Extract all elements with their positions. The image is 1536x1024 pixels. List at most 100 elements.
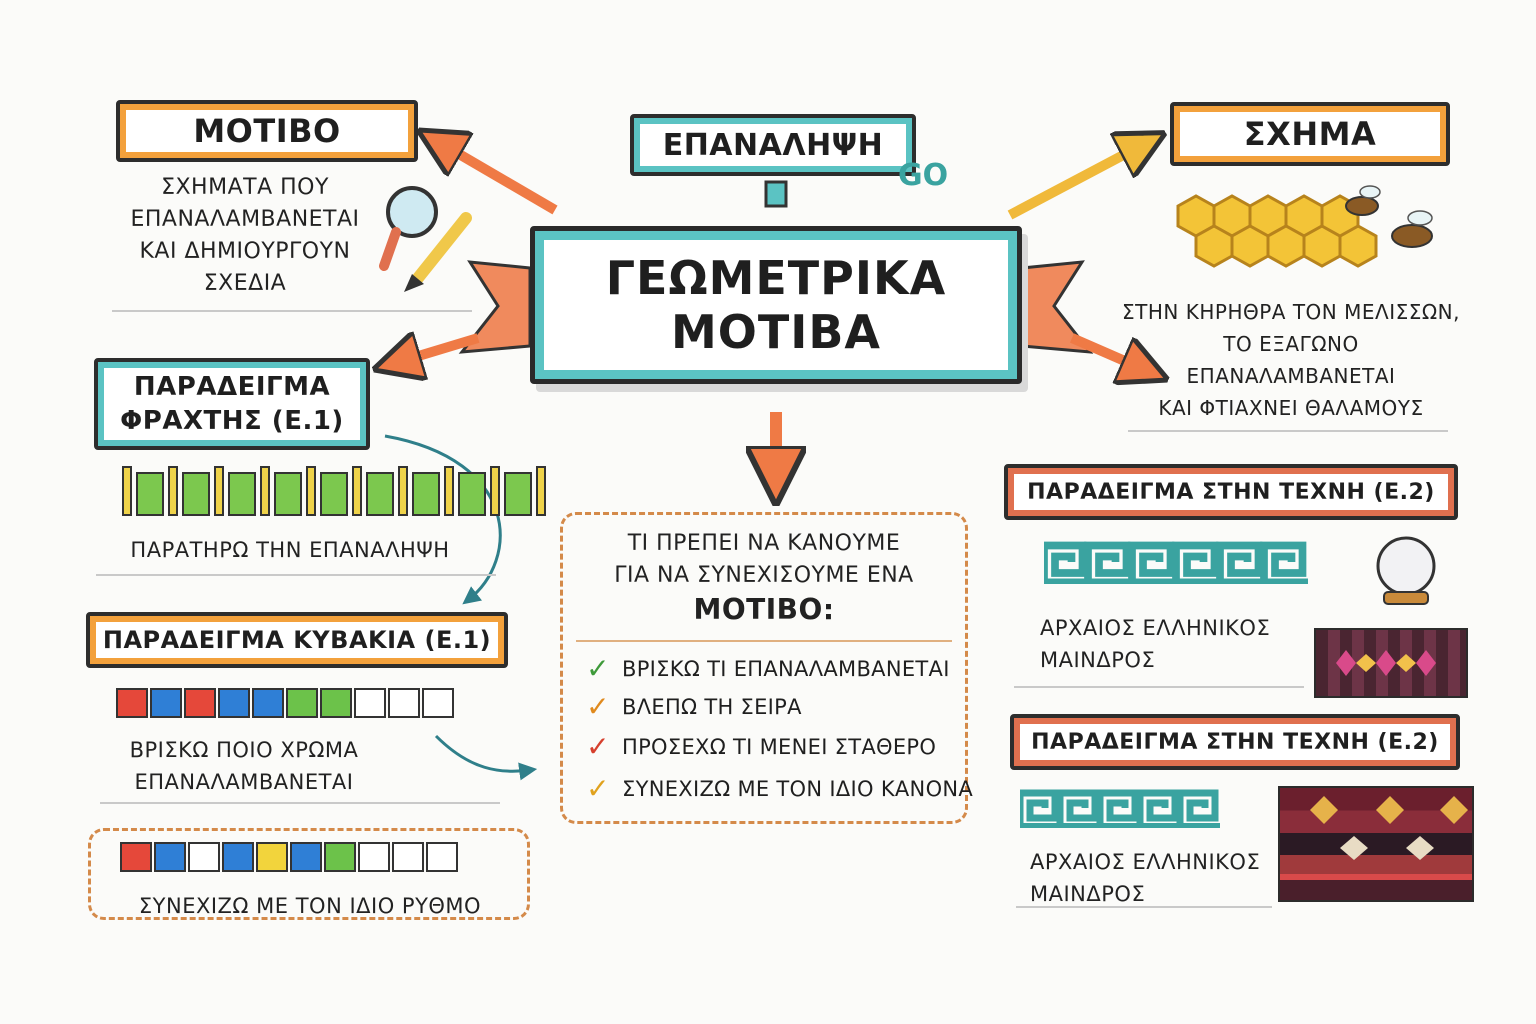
- color-cube: [358, 842, 390, 872]
- checklist-item-text: ΣΥΝΕΧΙΖΩ ΜΕ ΤΟΝ ΙΔΙΟ ΚΑΝΟΝΑ: [622, 776, 974, 801]
- color-cube: [392, 842, 424, 872]
- divider: [1014, 686, 1304, 688]
- repetition-text: ΕΠΑΝΑΛΗΨΗ: [662, 127, 884, 163]
- divider: [1128, 430, 1448, 432]
- color-cube: [256, 842, 288, 872]
- arrow-to-honeycomb-desc: [1070, 333, 1150, 372]
- checklist-item-text: ΒΛΕΠΩ ΤΗ ΣΕΙΡΑ: [622, 694, 802, 719]
- art-example-label: ΠΑΡΑΔΕΙΓΜΑ ΣΤΗΝ ΤΕΧΝΗ (Ε.2): [1010, 714, 1460, 770]
- color-cube: [290, 842, 322, 872]
- fence-post: [536, 466, 546, 516]
- checklist-item: ✓ΒΡΙΣΚΩ ΤΙ ΕΠΑΝΑΛΑΜΒΑΝΕΤΑΙ: [584, 652, 950, 685]
- cubes-caption: ΒΡΙΣΚΩ ΠΟΙΟ ΧΡΩΜΑ ΕΠΑΝΑΛΑΜΒΑΝΕΤΑΙ: [104, 734, 384, 798]
- art-caption-line: ΑΡΧΑΙΟΣ ΕΛΛΗΝΙΚΟΣ: [1040, 616, 1271, 640]
- shape-description: ΣΤΗΝ ΚΗΡΗΘΡΑ ΤΟΝ ΜΕΛΙΣΣΩΝ, ΤΟ ΕΞΑΓΩΝΟ ΕΠ…: [1118, 296, 1464, 424]
- color-cube: [422, 688, 454, 718]
- motif-text: ΜΟΤΙΒΟ: [193, 112, 341, 150]
- color-cube: [116, 688, 148, 718]
- rhythm-cubes-row: [120, 842, 458, 872]
- meander-segment: [1176, 789, 1219, 823]
- meander-segment: [1172, 541, 1219, 579]
- color-cube: [188, 842, 220, 872]
- divider: [112, 310, 472, 312]
- fence-post: [122, 466, 132, 516]
- fence-post: [352, 466, 362, 516]
- motif-desc-line: ΣΧΗΜΑΤΑ ΠΟΥ: [161, 175, 329, 200]
- divider: [96, 574, 496, 576]
- meander-segment: [1020, 789, 1059, 823]
- cubes-caption-line: ΕΠΑΝΑΛΑΜΒΑΝΕΤΑΙ: [134, 770, 354, 794]
- art-caption-line: ΑΡΧΑΙΟΣ ΕΛΛΗΝΙΚΟΣ: [1030, 850, 1261, 874]
- color-cube: [184, 688, 216, 718]
- color-cube: [252, 688, 284, 718]
- pencil-icon: [404, 212, 472, 292]
- go-scribble: GO: [898, 158, 949, 193]
- art-caption-line: ΜΑΙΝΔΡΟΣ: [1040, 648, 1156, 672]
- fence-example-label: ΠΑΡΑΔΕΙΓΜΑ ΦΡΑΧΤΗΣ (Ε.1): [94, 358, 370, 450]
- bee-icon: [1345, 185, 1381, 216]
- cubes-row: [116, 688, 454, 718]
- bee-icon: [1391, 210, 1433, 248]
- color-cube: [218, 688, 250, 718]
- motif-desc-line: ΕΠΑΝΑΛΑΜΒΑΝΕΤΑΙ: [130, 207, 360, 232]
- color-cube: [354, 688, 386, 718]
- fence-caption: ΠΑΡΑΤΗΡΩ ΤΗΝ ΕΠΑΝΑΛΗΨΗ: [130, 538, 450, 562]
- fence-post: [490, 466, 500, 516]
- meander-segment: [1096, 789, 1139, 823]
- arrow-to-fence: [392, 338, 480, 364]
- fence-post: [306, 466, 316, 516]
- shape-desc-line: ΣΤΗΝ ΚΗΡΗΘΡΑ ΤΟΝ ΜΕΛΙΣΣΩΝ,: [1122, 300, 1460, 324]
- checklist-frame: [560, 512, 968, 824]
- art-example-label: ΠΑΡΑΔΕΙΓΜΑ ΣΤΗΝ ΤΕΧΝΗ (Ε.2): [1004, 464, 1458, 520]
- color-cube: [320, 688, 352, 718]
- checkmark-icon: ✓: [586, 730, 610, 763]
- color-cube: [222, 842, 254, 872]
- checklist-item-text: ΠΡΟΣΕΧΩ ΤΙ ΜΕΝΕΙ ΣΤΑΘΕΡΟ: [622, 734, 937, 759]
- fence-panel: [412, 472, 440, 516]
- meander-segment: [1084, 541, 1131, 579]
- meander-pattern: [1044, 541, 1308, 584]
- checklist-heading-line: ΓΙΑ ΝΑ ΣΥΝΕΧΙΣΟΥΜΕ ΕΝΑ: [614, 563, 914, 588]
- fence-panel: [366, 472, 394, 516]
- art-caption: ΑΡΧΑΙΟΣ ΕΛΛΗΝΙΚΟΣ ΜΑΙΝΔΡΟΣ: [1026, 612, 1316, 676]
- fence-post: [260, 466, 270, 516]
- checkmark-icon: ✓: [586, 772, 610, 805]
- motif-desc-line: ΣΧΕΔΙΑ: [203, 271, 287, 296]
- meander-segment: [1216, 541, 1263, 579]
- repetition-label: ΕΠΑΝΑΛΗΨΗ: [630, 114, 916, 176]
- checklist-item: ✓ ΣΥΝΕΧΙΖΩ ΜΕ ΤΟΝ ΙΔΙΟ ΚΑΝΟΝΑ: [584, 772, 973, 805]
- fence-illustration: [122, 466, 546, 516]
- main-title: ΓΕΩΜΕΤΡΙΚΑ ΜΟΤΙΒΑ: [530, 226, 1022, 384]
- motif-label: ΜΟΤΙΒΟ: [116, 100, 418, 162]
- color-cube: [120, 842, 152, 872]
- motif-desc-line: ΚΑΙ ΔΗΜΙΟΥΡΓΟΥΝ: [139, 239, 351, 264]
- color-cube: [150, 688, 182, 718]
- meander-segment: [1056, 789, 1099, 823]
- title-line-1: ΓΕΩΜΕΤΡΙΚΑ: [605, 251, 947, 305]
- checklist-item: ✓ ΠΡΟΣΕΧΩ ΤΙ ΜΕΝΕΙ ΣΤΑΘΕΡΟ: [584, 730, 936, 763]
- fence-post: [398, 466, 408, 516]
- color-cube: [154, 842, 186, 872]
- woven-textile-image: [1278, 786, 1474, 902]
- cubes-example-label: ΠΑΡΑΔΕΙΓΜΑ ΚΥΒΑΚΙΑ (Ε.1): [86, 612, 508, 668]
- fence-panel: [320, 472, 348, 516]
- fence-label-line-2: ΦΡΑΧΤΗΣ (Ε.1): [120, 406, 344, 436]
- arrow-to-shape: [1007, 142, 1148, 220]
- woven-textile-image: [1314, 628, 1468, 698]
- arrow-to-motif: [435, 140, 558, 215]
- fence-label-line-1: ΠΑΡΑΔΕΙΓΜΑ: [133, 372, 331, 402]
- color-cube: [286, 688, 318, 718]
- checklist-heading-line: ΤΙ ΠΡΕΠΕΙ ΝΑ ΚΑΝΟΥΜΕ: [627, 531, 901, 556]
- art-caption: ΑΡΧΑΙΟΣ ΕΛΛΗΝΙΚΟΣ ΜΑΙΝΔΡΟΣ: [1020, 846, 1290, 910]
- fence-post: [214, 466, 224, 516]
- fence-panel: [504, 472, 532, 516]
- motif-description: ΣΧΗΜΑΤΑ ΠΟΥ ΕΠΑΝΑΛΑΜΒΑΝΕΤΑΙ ΚΑΙ ΔΗΜΙΟΥΡΓ…: [110, 172, 380, 300]
- color-cube: [388, 688, 420, 718]
- checklist-heading-bold: ΜΟΤΙΒΟ:: [693, 593, 835, 626]
- fence-panel: [274, 472, 302, 516]
- checklist-item: ✓ΒΛΕΠΩ ΤΗ ΣΕΙΡΑ: [584, 690, 802, 723]
- meander-segment: [1136, 789, 1179, 823]
- fence-panel: [228, 472, 256, 516]
- shape-desc-line: ΚΑΙ ΦΤΙΑΧΝΕΙ ΘΑΛΑΜΟΥΣ: [1158, 396, 1424, 420]
